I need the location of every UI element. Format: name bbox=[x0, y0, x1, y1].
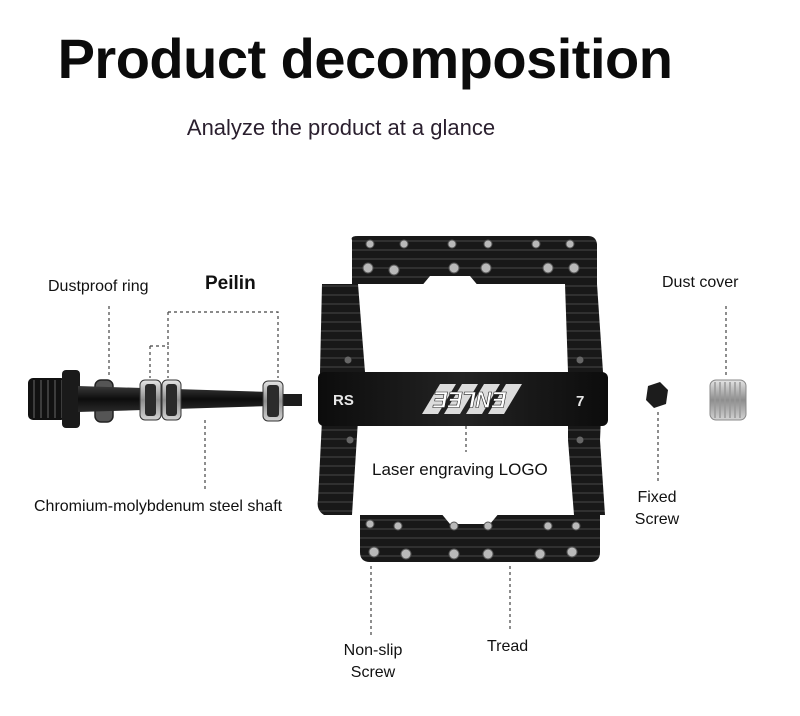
label-dustproof-ring: Dustproof ring bbox=[48, 278, 149, 295]
brand-logo: ENLEE bbox=[432, 387, 507, 412]
leader-lines bbox=[108, 306, 727, 636]
page-title: Product decomposition bbox=[57, 27, 673, 90]
label-fixed-screw: Fixed Screw bbox=[628, 487, 686, 531]
label-laser-logo: Laser engraving LOGO bbox=[372, 460, 548, 479]
bearing-part bbox=[262, 380, 284, 422]
label-dust-cover: Dust cover bbox=[662, 274, 739, 291]
label-nonslip-line2: Screw bbox=[350, 664, 396, 681]
label-tread: Tread bbox=[487, 638, 529, 655]
label-peilin: Peilin bbox=[205, 273, 256, 294]
shaft-assembly bbox=[28, 370, 302, 428]
label-fixed-screw-line2: Screw bbox=[634, 511, 680, 528]
side-mark: RS bbox=[333, 392, 354, 409]
bearing-part bbox=[139, 379, 162, 421]
threaded-end bbox=[28, 370, 80, 428]
label-shaft: Chromium-molybdenum steel shaft bbox=[34, 498, 283, 515]
bearing-part bbox=[161, 379, 182, 421]
pedal-body: RS ENLEE 7 bbox=[317, 236, 608, 562]
label-nonslip-line1: Non-slip bbox=[343, 642, 403, 659]
brand-stripes bbox=[422, 384, 522, 414]
pin-row-top bbox=[362, 239, 580, 276]
edge-number: 7 bbox=[576, 393, 584, 410]
dust-cover-part bbox=[709, 379, 747, 421]
label-nonslip-screw: Non-slip Screw bbox=[333, 640, 413, 684]
fixed-screw-part bbox=[646, 382, 668, 408]
pin-row-bottom bbox=[365, 519, 581, 560]
page-subtitle: Analyze the product at a glance bbox=[186, 115, 496, 140]
label-fixed-screw-line1: Fixed bbox=[637, 489, 677, 506]
